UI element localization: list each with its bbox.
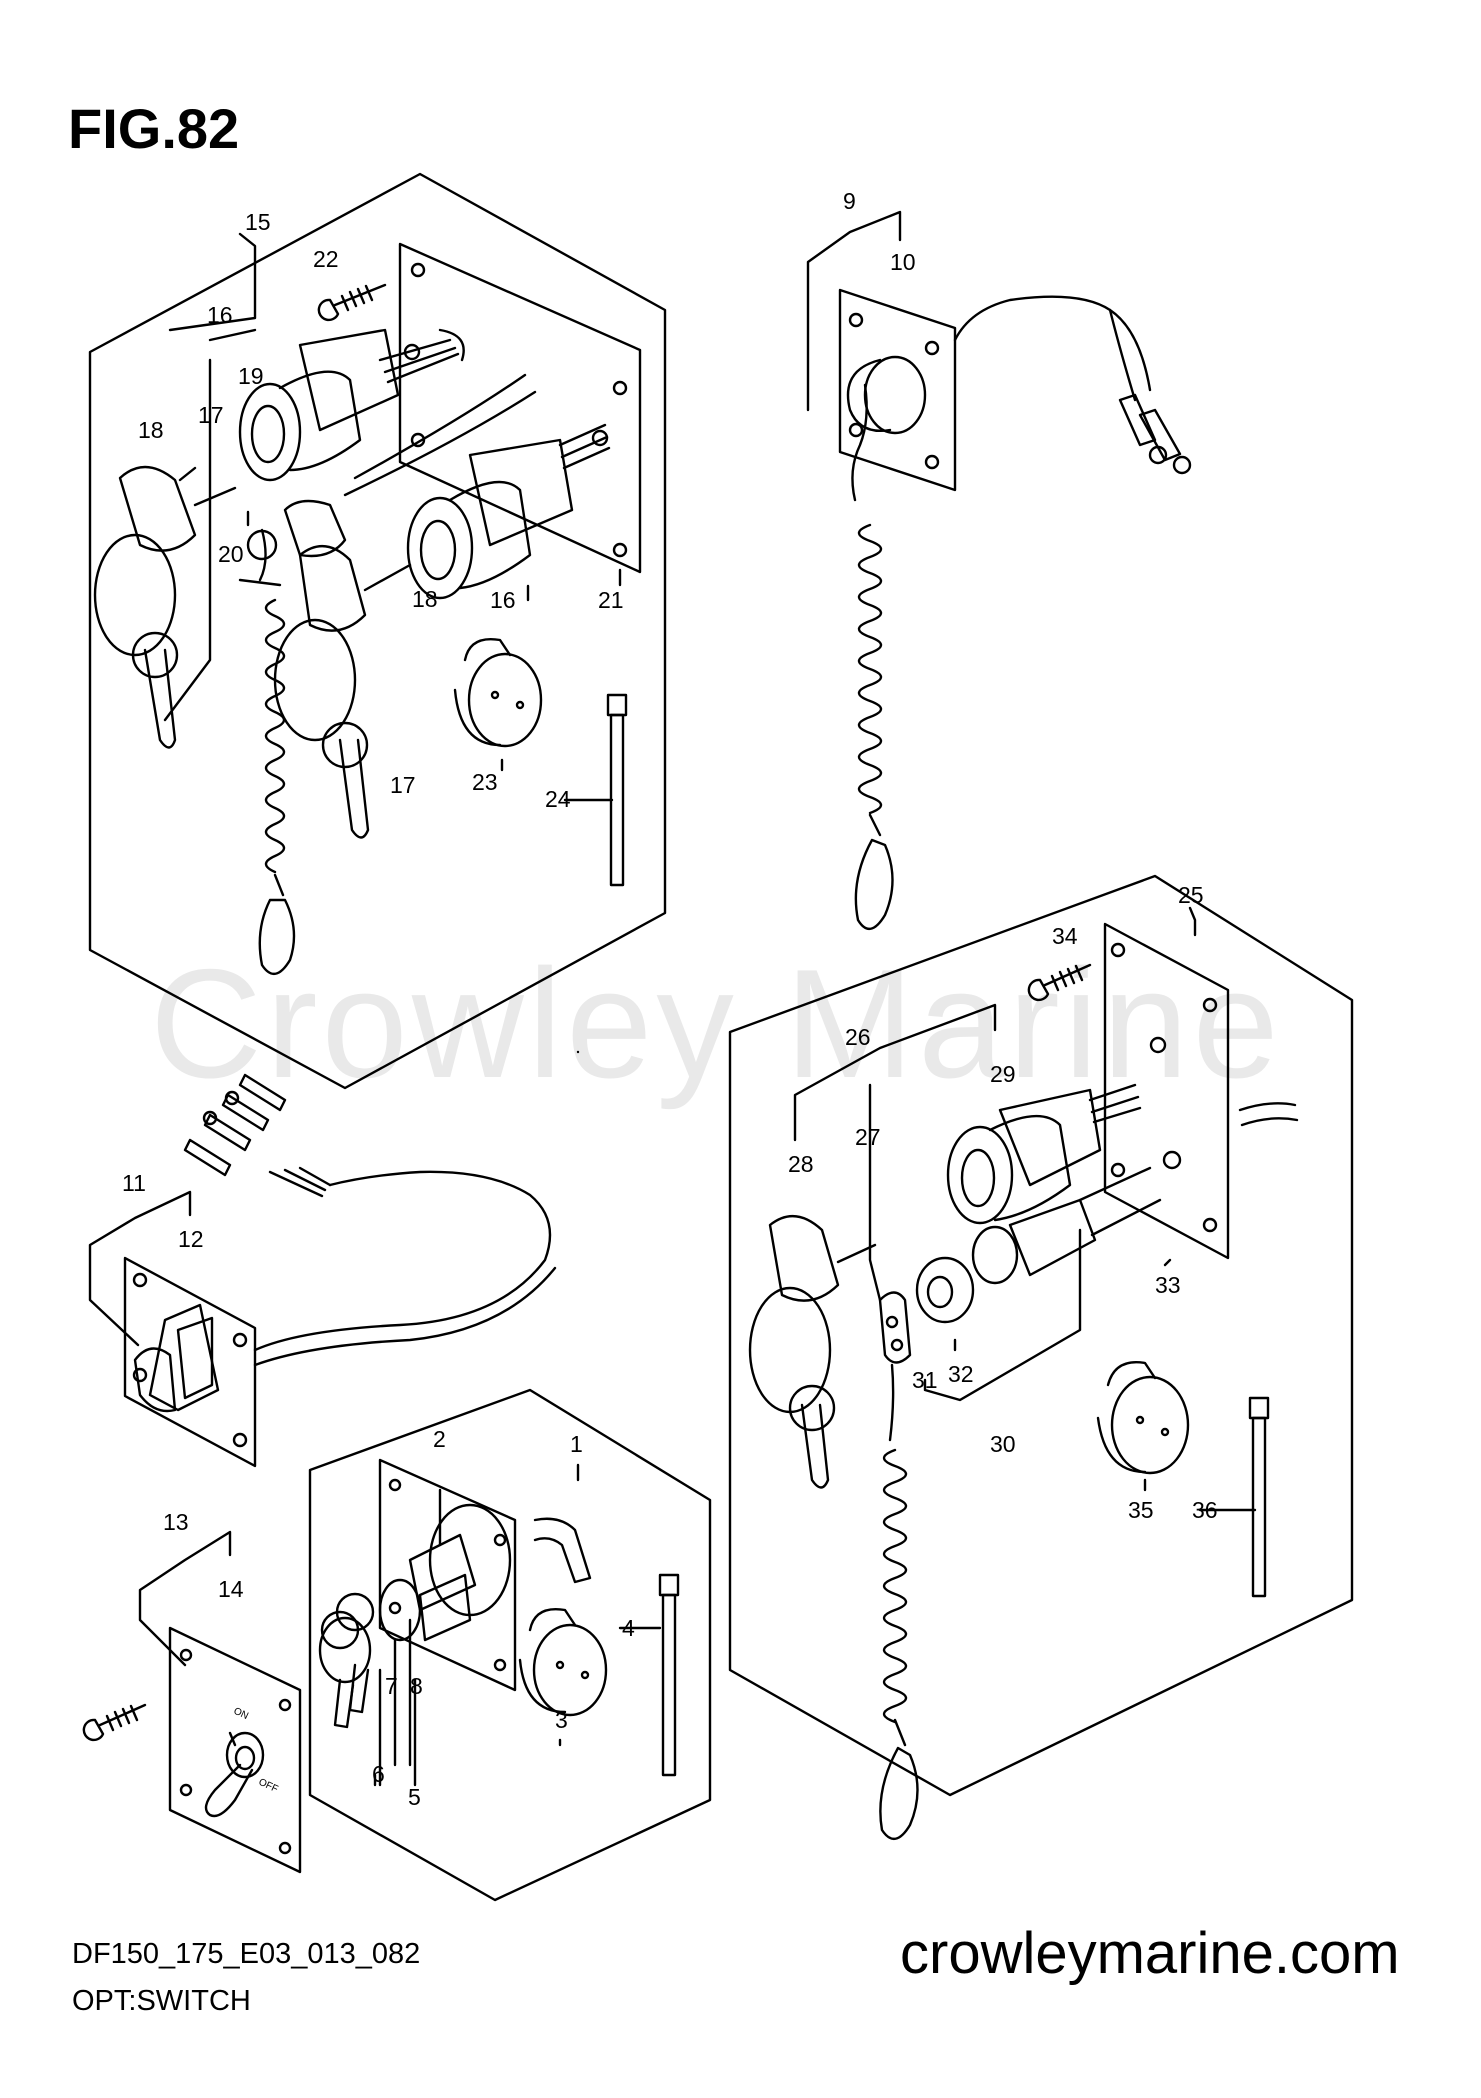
callout-27: 27 — [855, 1124, 881, 1150]
callout-13: 13 — [163, 1509, 189, 1535]
callout-3: 3 — [555, 1707, 568, 1733]
cap-23 — [453, 638, 543, 748]
ignition-switch-19 — [298, 328, 400, 432]
stop-switch-30 — [1008, 1198, 1097, 1277]
callout-30: 30 — [990, 1431, 1016, 1457]
toggle-switch-11 — [148, 1303, 220, 1412]
screw-34 — [1027, 963, 1092, 1002]
callout-17b: 17 — [390, 772, 416, 798]
group-1-ignition-switch — [308, 1050, 712, 1902]
callout-32: 32 — [948, 1361, 974, 1387]
callout-11: 11 — [122, 1170, 146, 1196]
lanyard-coil-right — [857, 523, 883, 815]
lanyard-coil-left — [264, 598, 286, 874]
callout-2: 2 — [433, 1426, 446, 1452]
key-fob-18-center — [298, 545, 367, 632]
callout-29: 29 — [990, 1061, 1016, 1087]
group-25-ignition-single — [728, 874, 1354, 1840]
stop-switch-20 — [283, 499, 347, 558]
callout-7: 7 — [385, 1673, 398, 1699]
group-25-frame — [728, 874, 1354, 1797]
plate-14 — [168, 1626, 302, 1874]
callout-15: 15 — [245, 209, 271, 235]
harness-connectors — [183, 1073, 287, 1177]
plate-10 — [838, 288, 957, 492]
clip-9 — [851, 383, 868, 502]
callout-17a: 17 — [198, 402, 224, 428]
nut-32 — [915, 1256, 975, 1324]
connector-pair — [1118, 393, 1192, 475]
callout-4: 4 — [622, 1615, 635, 1641]
cable-tie-36 — [1248, 1396, 1270, 1598]
figure-title: FIG.82 — [68, 97, 240, 160]
callout-18a: 18 — [138, 417, 164, 443]
key-27 — [800, 1403, 830, 1489]
clip-31 — [878, 1291, 912, 1364]
callout-12: 12 — [178, 1226, 204, 1252]
toggle-switch-13 — [204, 1731, 265, 1818]
callout-18b: 18 — [412, 586, 438, 612]
callout-5: 5 — [408, 1784, 421, 1810]
key-17-left — [143, 648, 177, 749]
figure-code: DF150_175_E03_013_082 — [72, 1938, 421, 1970]
key-fob-28 — [768, 1215, 840, 1302]
cable-tie-4 — [658, 1573, 680, 1777]
plate-21 — [398, 242, 642, 574]
plate-12 — [123, 1256, 257, 1468]
callout-22: 22 — [313, 246, 339, 272]
switch-mark-on: ON — [232, 1706, 250, 1722]
key-17-center — [338, 738, 370, 839]
ignition-switch-16 — [468, 438, 574, 547]
callout-8: 8 — [410, 1673, 423, 1699]
callout-28: 28 — [788, 1151, 814, 1177]
callout-9: 9 — [843, 188, 856, 214]
cap-35 — [1096, 1361, 1190, 1475]
screw-13 — [82, 1703, 147, 1742]
group-1-frame — [308, 1388, 712, 1902]
callout-19: 19 — [238, 363, 264, 389]
callout-35: 35 — [1128, 1497, 1154, 1523]
callout-34: 34 — [1052, 923, 1078, 949]
callout-31: 31 — [912, 1367, 938, 1393]
callout-6: 6 — [372, 1761, 385, 1787]
callout-labels: 1 2 3 4 5 6 7 8 9 10 11 12 13 14 15 16 1… — [122, 188, 1218, 1810]
callout-1: 1 — [570, 1431, 583, 1457]
group-13-toggle-switch — [82, 1530, 302, 1874]
switch-mark-off: OFF — [257, 1777, 280, 1795]
group-11-switch-panel — [88, 1073, 557, 1468]
callout-33: 33 — [1155, 1272, 1181, 1298]
plate-33 — [1103, 922, 1230, 1260]
cable-tie-24 — [606, 693, 628, 887]
callout-25: 25 — [1178, 882, 1204, 908]
callout-14: 14 — [218, 1576, 244, 1602]
figure-subtitle: OPT:SWITCH — [72, 1985, 251, 2017]
lanyard-coil-25 — [882, 1448, 908, 1724]
callout-10: 10 — [890, 249, 916, 275]
key-fob-18-left — [118, 465, 197, 552]
callout-23: 23 — [472, 769, 498, 795]
plate-2 — [378, 1458, 517, 1692]
callout-20: 20 — [218, 541, 244, 567]
key-set-5-6-7 — [318, 1592, 375, 1729]
cap-3 — [518, 1608, 608, 1717]
lock-cylinder-8 — [378, 1533, 477, 1642]
callout-26: 26 — [845, 1024, 871, 1050]
callout-24: 24 — [545, 786, 571, 812]
screw-22 — [317, 283, 387, 322]
group-15-ignition-dual — [88, 172, 667, 1090]
group-9-stop-switch — [806, 210, 1192, 930]
callout-21: 21 — [598, 587, 624, 613]
callout-36: 36 — [1192, 1497, 1218, 1523]
group-15-frame — [88, 172, 667, 1090]
site-link[interactable]: crowleymarine.com — [900, 1921, 1400, 1986]
ignition-switch-29 — [998, 1088, 1102, 1187]
callout-16b: 16 — [490, 587, 516, 613]
callout-16a: 16 — [207, 302, 233, 328]
